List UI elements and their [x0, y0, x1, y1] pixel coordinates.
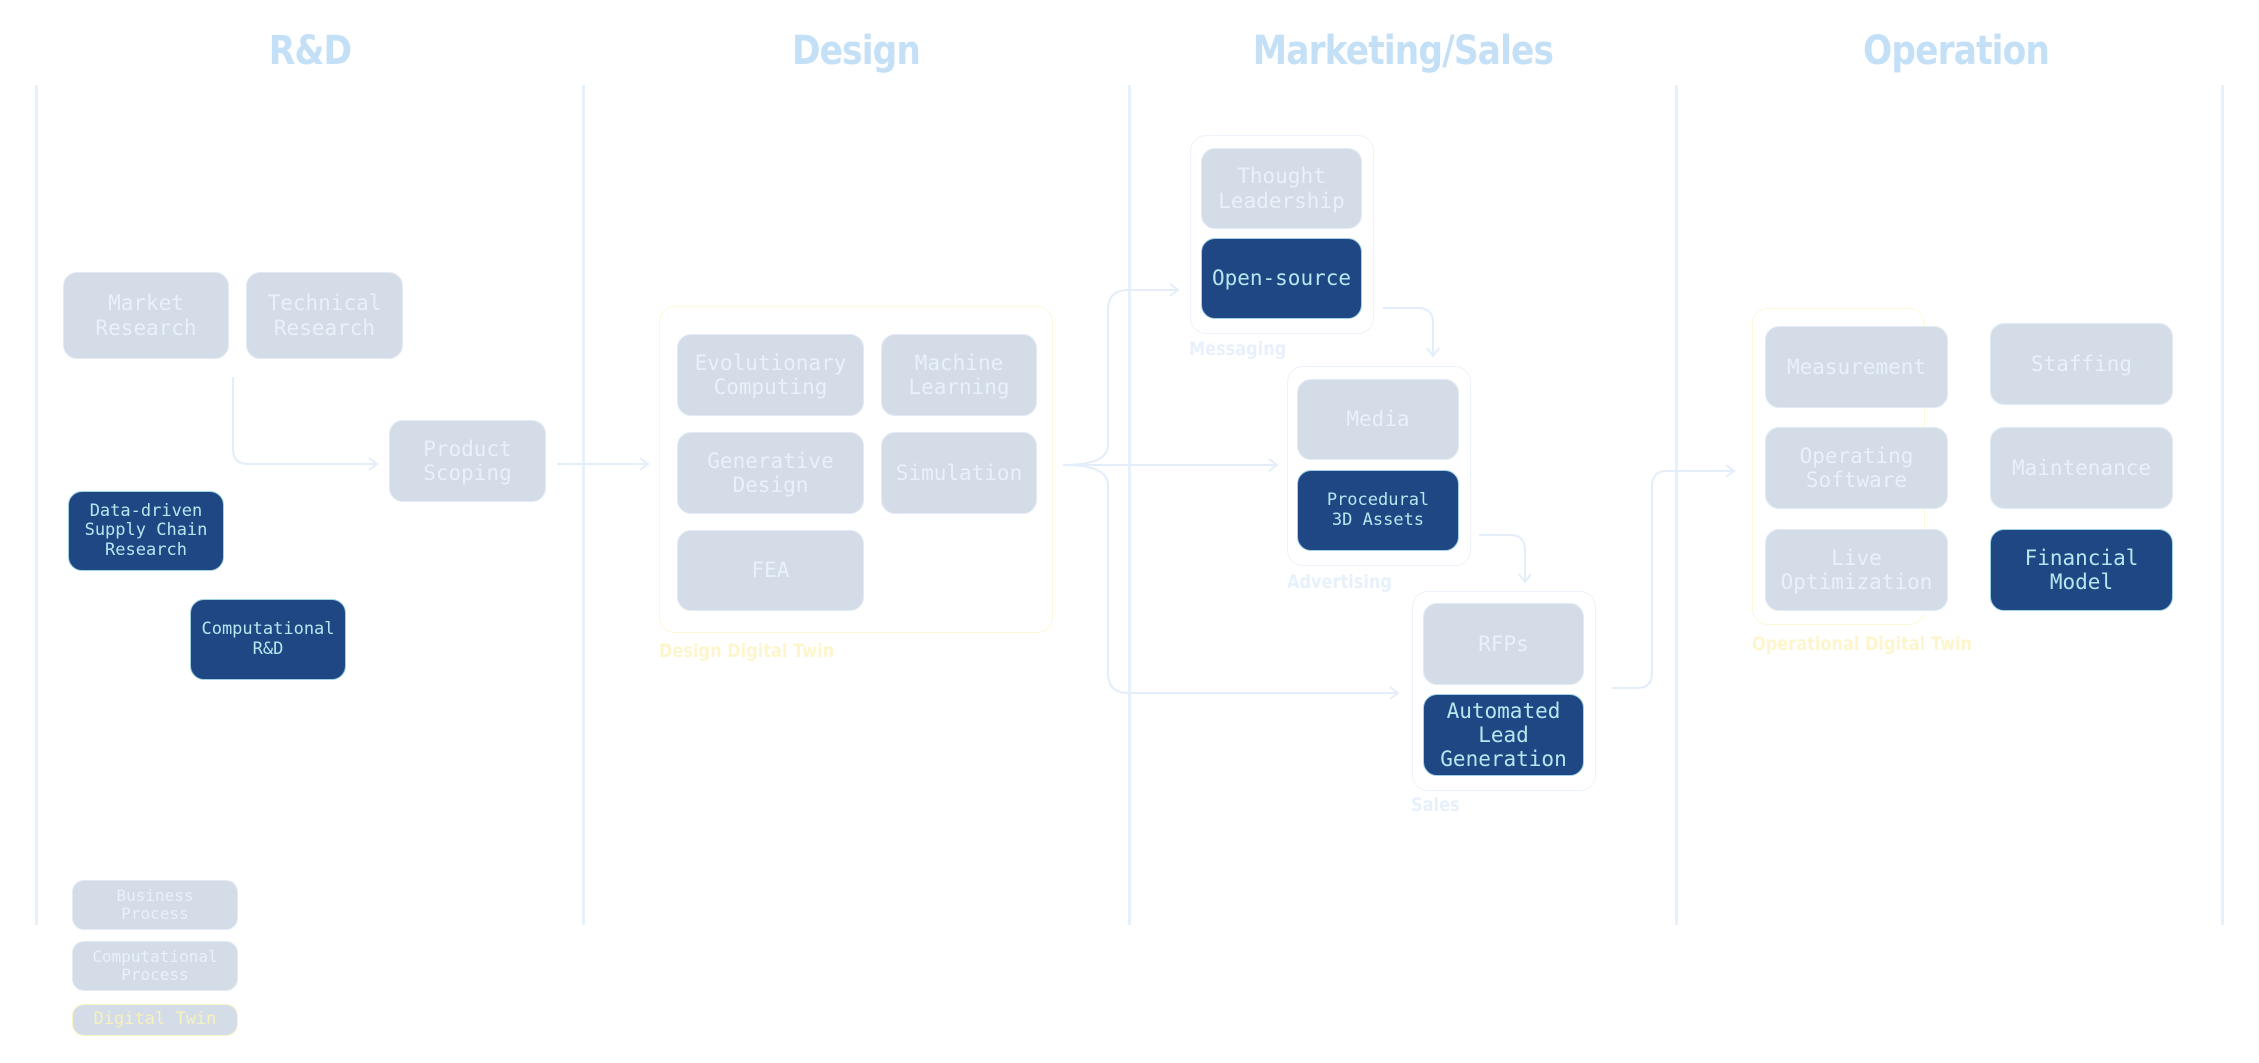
legend-digital-twin: Digital Twin [72, 1004, 238, 1036]
lane-divider [1675, 85, 1678, 925]
group-label-messaging: Messaging [1189, 338, 1287, 360]
group-label-advertising: Advertising [1287, 571, 1392, 593]
node-measurement[interactable]: Measurement [1765, 326, 1948, 408]
node-live-optimization[interactable]: Live Optimization [1765, 529, 1948, 611]
node-operating-software[interactable]: Operating Software [1765, 427, 1948, 509]
lane-divider [1128, 85, 1131, 925]
group-messaging [1190, 135, 1374, 334]
node-simulation[interactable]: Simulation [881, 432, 1037, 514]
node-open-source[interactable]: Open-source [1201, 238, 1362, 319]
node-automated-lead-generation[interactable]: Automated Lead Generation [1423, 694, 1584, 776]
node-maintenance[interactable]: Maintenance [1990, 427, 2173, 509]
legend-computational-process: Computational Process [72, 941, 238, 991]
group-sales [1412, 591, 1596, 791]
node-media[interactable]: Media [1297, 379, 1459, 460]
connector-sales-to-operation [1612, 464, 1736, 689]
lane-divider [2221, 85, 2224, 925]
group-design-digital-twin [659, 306, 1053, 633]
connector-design-to-advertising [1063, 458, 1279, 472]
connector-scoping-to-design [557, 457, 650, 471]
node-computational-rnd[interactable]: Computational R&D [190, 599, 346, 680]
connector-advertising-to-sales [1479, 534, 1532, 584]
node-generative-design[interactable]: Generative Design [677, 432, 864, 514]
connector-research-to-scoping [232, 377, 379, 471]
node-financial-model[interactable]: Financial Model [1990, 529, 2173, 611]
legend-business-process: Business Process [72, 880, 238, 930]
connector-design-to-messaging [1062, 283, 1180, 466]
node-evolutionary-computing[interactable]: Evolutionary Computing [677, 334, 864, 416]
lane-title-design: Design [791, 28, 921, 74]
lane-title-rnd: R&D [268, 28, 352, 74]
lane-divider [35, 85, 38, 925]
node-fea[interactable]: FEA [677, 530, 864, 611]
node-thought-leadership[interactable]: Thought Leadership [1201, 148, 1362, 229]
node-market-research[interactable]: Market Research [63, 272, 229, 359]
group-advertising [1287, 366, 1471, 566]
lane-title-marketing-sales: Marketing/Sales [1252, 28, 1554, 74]
node-product-scoping[interactable]: Product Scoping [389, 420, 546, 502]
node-technical-research[interactable]: Technical Research [246, 272, 403, 359]
group-label-sales: Sales [1411, 794, 1460, 816]
lane-title-operation: Operation [1863, 28, 2050, 74]
group-label-operational-digital-twin: Operational Digital Twin [1752, 633, 1973, 655]
lane-divider [582, 85, 585, 925]
node-staffing[interactable]: Staffing [1990, 323, 2173, 405]
node-procedural-3d-assets[interactable]: Procedural 3D Assets [1297, 470, 1459, 551]
node-data-driven-supply-chain-research[interactable]: Data-driven Supply Chain Research [68, 491, 224, 571]
node-rfps[interactable]: RFPs [1423, 603, 1584, 685]
group-label-design-digital-twin: Design Digital Twin [659, 640, 835, 662]
connector-messaging-to-advertising [1383, 307, 1440, 358]
node-machine-learning[interactable]: Machine Learning [881, 334, 1037, 416]
